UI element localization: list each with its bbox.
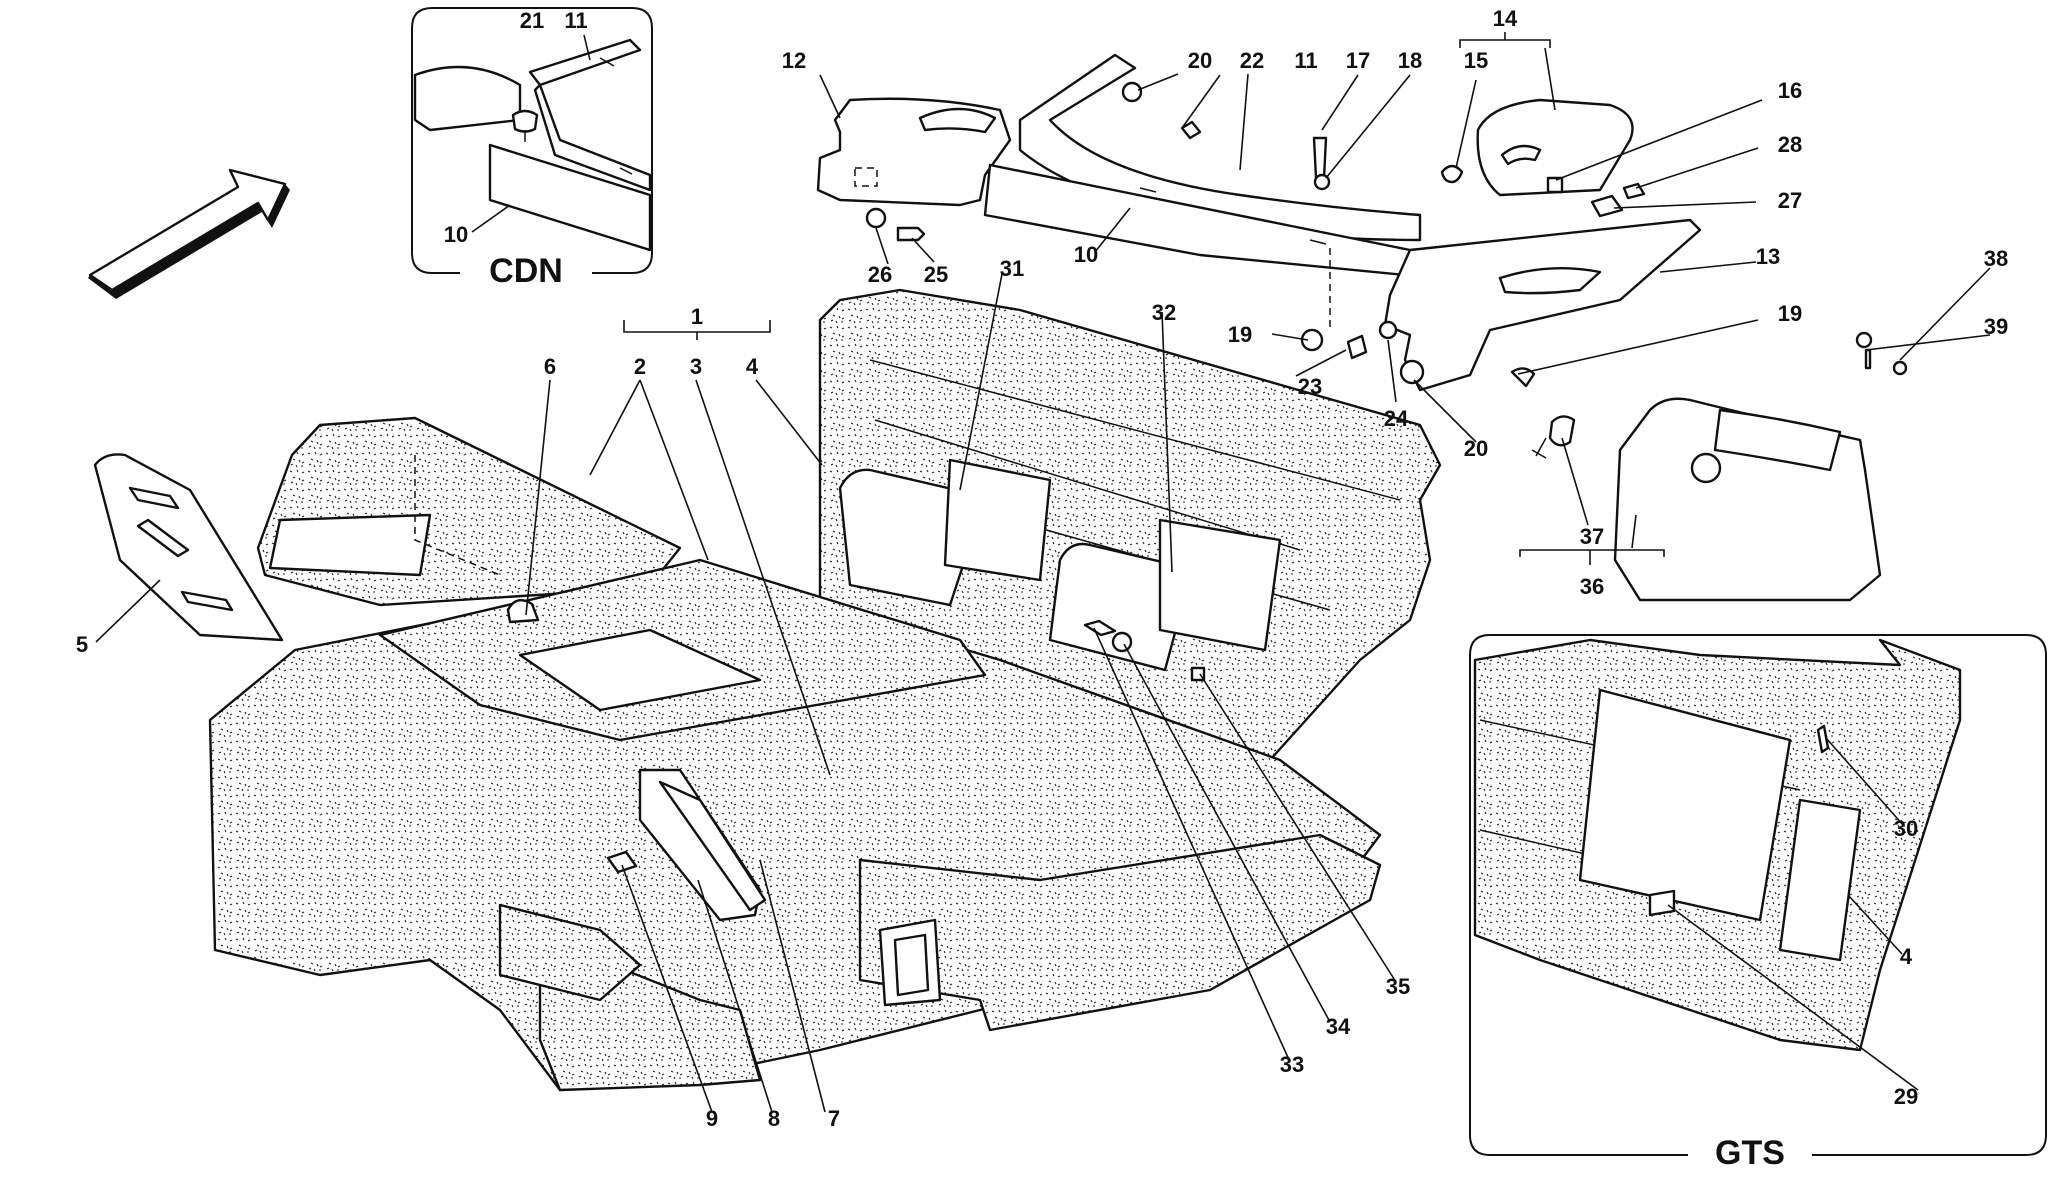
inset-gts-title: GTS [1715, 1134, 1785, 1172]
carpet-assembly [93, 288, 1442, 1092]
upper-trim-assembly [816, 53, 1702, 392]
callout-11: 11 [1294, 48, 1317, 73]
callout-27: 27 [1778, 188, 1802, 213]
callout-33: 33 [1280, 1052, 1304, 1077]
callout-7: 7 [828, 1106, 840, 1131]
callout-3: 3 [690, 354, 702, 379]
callout-19: 19 [1228, 322, 1252, 347]
callout-20: 20 [1188, 48, 1212, 73]
callout-23: 23 [1298, 374, 1322, 399]
inset-gts: GTS [1469, 634, 2047, 1172]
callout-labels: 1 2 3 4 5 6 7 8 9 10 10 11 11 12 13 14 1… [76, 6, 2008, 1131]
callout-17: 17 [1346, 48, 1370, 73]
callout-11-cdn: 11 [564, 8, 587, 33]
callout-6: 6 [544, 354, 556, 379]
callout-19-right: 19 [1778, 301, 1802, 326]
callout-34: 34 [1326, 1014, 1351, 1039]
callout-15: 15 [1464, 48, 1488, 73]
callout-20-lower: 20 [1464, 436, 1488, 461]
lock-housing-assembly [1531, 331, 1908, 602]
inset-cdn-title: CDN [489, 252, 563, 290]
callout-32: 32 [1152, 300, 1176, 325]
callout-14: 14 [1493, 6, 1518, 31]
callout-39: 39 [1984, 314, 2008, 339]
callout-24: 24 [1384, 406, 1409, 431]
callout-26: 26 [868, 262, 892, 287]
callout-25: 25 [924, 262, 948, 287]
callout-9: 9 [706, 1106, 718, 1131]
callout-4-gts: 4 [1900, 944, 1913, 969]
callout-8: 8 [768, 1106, 780, 1131]
callout-1: 1 [691, 304, 703, 329]
inset-cdn: CDN [411, 7, 653, 290]
callout-30: 30 [1894, 816, 1918, 841]
callout-36: 36 [1580, 574, 1604, 599]
callout-4: 4 [746, 354, 759, 379]
callout-35: 35 [1386, 974, 1410, 999]
callout-16: 16 [1778, 78, 1802, 103]
leader-lines [95, 32, 1991, 1113]
callout-2: 2 [634, 354, 646, 379]
callout-10: 10 [1074, 242, 1098, 267]
callout-13: 13 [1756, 244, 1780, 269]
callout-31: 31 [1000, 256, 1024, 281]
callout-29: 29 [1894, 1084, 1918, 1109]
callout-38: 38 [1984, 246, 2008, 271]
callout-5: 5 [76, 632, 88, 657]
direction-arrow-icon [88, 168, 290, 299]
callout-28: 28 [1778, 132, 1802, 157]
callout-18: 18 [1398, 48, 1422, 73]
callout-22: 22 [1240, 48, 1264, 73]
callout-10-cdn: 10 [444, 222, 468, 247]
callout-37: 37 [1580, 524, 1604, 549]
callout-12: 12 [782, 48, 806, 73]
callout-21: 21 [520, 8, 544, 33]
